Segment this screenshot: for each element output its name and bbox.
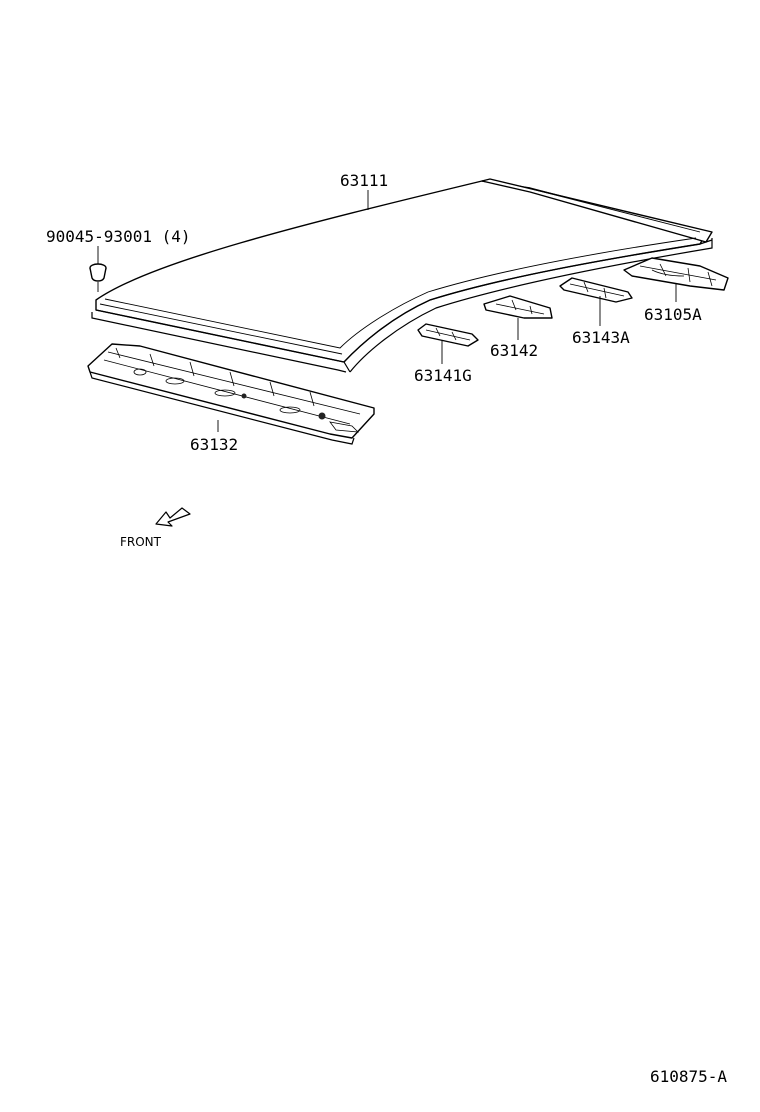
front-arrow-icon [155, 507, 191, 527]
roof-panel [91, 178, 713, 373]
label-bow-1: 63141G [414, 366, 472, 385]
front-label: FRONT [120, 535, 162, 549]
clip-part [89, 263, 107, 292]
front-header-part [87, 343, 375, 445]
roof-bow-2 [483, 295, 553, 319]
roof-bow-3 [559, 277, 633, 303]
label-bow-2: 63142 [490, 341, 538, 360]
leader-lines [97, 190, 677, 432]
label-bow-3: 63143A [572, 328, 630, 347]
label-rear-header: 63105A [644, 305, 702, 324]
roof-bow-1 [417, 323, 479, 347]
diagram-id: 610875-A [650, 1067, 727, 1086]
label-front-header: 63132 [190, 435, 238, 454]
label-clip: 90045-93001 (4) [46, 227, 191, 246]
label-roof-panel: 63111 [340, 171, 388, 190]
rear-header-part [623, 257, 729, 291]
